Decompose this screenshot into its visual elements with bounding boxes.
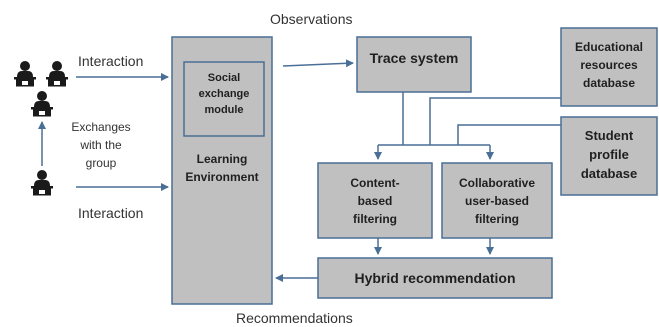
connector-educational-db — [429, 97, 561, 145]
educational-resources-database-label: Educational resources database — [561, 38, 657, 92]
trace-system-box — [356, 36, 472, 93]
user-at-computer-icon — [31, 91, 53, 117]
content-line3: filtering — [353, 212, 397, 226]
user-at-computer-icon — [46, 61, 68, 87]
content-based-filtering-box — [317, 162, 433, 239]
user-at-computer-icon — [14, 61, 36, 87]
learning-environment-label: Learning Environment — [172, 150, 272, 186]
interaction-top-label: Interaction — [78, 53, 144, 69]
content-line2: based — [357, 194, 393, 208]
student-line3: database — [580, 166, 638, 181]
learning-line1: Learning — [196, 152, 248, 166]
exchanges-label-line2: with the — [80, 138, 122, 152]
collab-line2: user-based — [464, 194, 530, 208]
collab-line1: Collaborative — [458, 176, 536, 190]
edu-line3: database — [582, 76, 636, 90]
content-based-filtering-label: Content- based filtering — [318, 174, 432, 228]
observations-label: Observations — [270, 11, 353, 27]
hybrid-recommendation-label: Hybrid recommendation — [354, 270, 516, 286]
student-profile-database-label: Student profile database — [561, 126, 657, 183]
student-line1: Student — [584, 128, 634, 143]
connector-student-db — [457, 124, 561, 145]
social-line1: Social — [207, 72, 241, 84]
trace-system-label: Trace system — [369, 50, 459, 66]
arrow-to-trace-system — [282, 59, 354, 68]
exchanges-label-line1: Exchanges — [71, 120, 131, 134]
exchanges-label-line3: group — [85, 156, 117, 170]
educational-resources-database-box — [560, 27, 658, 107]
social-exchange-module-box — [183, 61, 265, 137]
edu-line1: Educational — [574, 40, 643, 54]
exchanges-label: Exchanges with the group — [56, 118, 146, 172]
edu-line2: resources — [580, 58, 638, 72]
social-line3: module — [204, 104, 244, 116]
collaborative-filtering-label: Collaborative user-based filtering — [442, 174, 552, 228]
recommendations-label: Recommendations — [236, 310, 353, 326]
collaborative-filtering-box — [441, 162, 553, 239]
student-line2: profile — [589, 147, 629, 162]
collab-line3: filtering — [475, 212, 519, 226]
student-profile-database-box — [560, 116, 658, 196]
learning-line2: Environment — [185, 170, 259, 184]
content-line1: Content- — [350, 176, 400, 190]
social-exchange-module-label: Social exchange module — [184, 70, 264, 118]
user-at-computer-icon — [31, 170, 53, 196]
interaction-bottom-label: Interaction — [78, 205, 144, 221]
social-line2: exchange — [198, 88, 250, 100]
